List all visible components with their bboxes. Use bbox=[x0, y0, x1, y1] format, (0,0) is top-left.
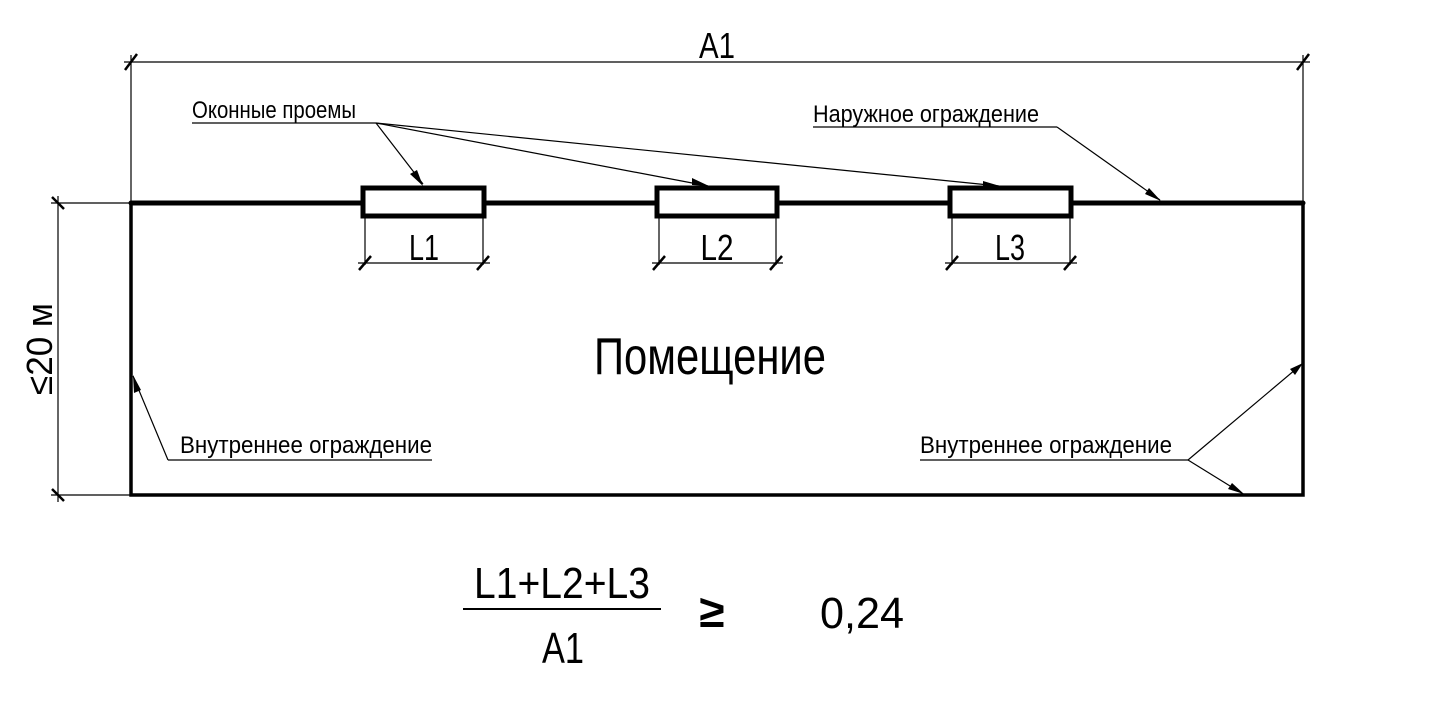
interior-walls bbox=[129, 203, 1305, 497]
formula-numerator: L1+L2+L3 bbox=[474, 559, 650, 608]
callout-exterior-wall: Наружное ограждение bbox=[813, 101, 1161, 201]
formula-denominator: A1 bbox=[542, 624, 584, 673]
dimension-label-l3: L3 bbox=[995, 227, 1025, 268]
room-label: Помещение bbox=[594, 328, 826, 386]
window-dimensions: L1 L2 L3 bbox=[358, 217, 1077, 271]
callout-windows: Оконные проемы bbox=[192, 97, 1000, 187]
callout-interior-wall-left: Внутреннее ограждение bbox=[132, 375, 432, 461]
dimension-label-a1: A1 bbox=[699, 25, 735, 66]
dimension-a1: A1 bbox=[124, 25, 1310, 203]
callout-windows-label: Оконные проемы bbox=[192, 97, 356, 124]
callout-interior-wall-right: Внутреннее ограждение bbox=[920, 363, 1303, 495]
formula-operator: ≥ bbox=[699, 585, 724, 637]
formula-value: 0,24 bbox=[820, 589, 904, 638]
callout-interior-wall-left-label: Внутреннее ограждение bbox=[180, 432, 432, 459]
callout-exterior-wall-label: Наружное ограждение bbox=[813, 101, 1039, 128]
callout-interior-wall-right-label: Внутреннее ограждение bbox=[920, 432, 1172, 459]
window-2 bbox=[654, 185, 780, 219]
window-3 bbox=[947, 185, 1074, 219]
dimension-label-l2: L2 bbox=[701, 227, 734, 268]
dimension-room-depth: ≤20 м bbox=[19, 196, 131, 502]
window-1 bbox=[360, 185, 487, 219]
formula: L1+L2+L3 A1 ≥ 0,24 bbox=[463, 559, 904, 673]
dimension-label-depth: ≤20 м bbox=[19, 303, 60, 395]
dimension-label-l1: L1 bbox=[409, 227, 439, 268]
windows bbox=[360, 185, 1074, 219]
